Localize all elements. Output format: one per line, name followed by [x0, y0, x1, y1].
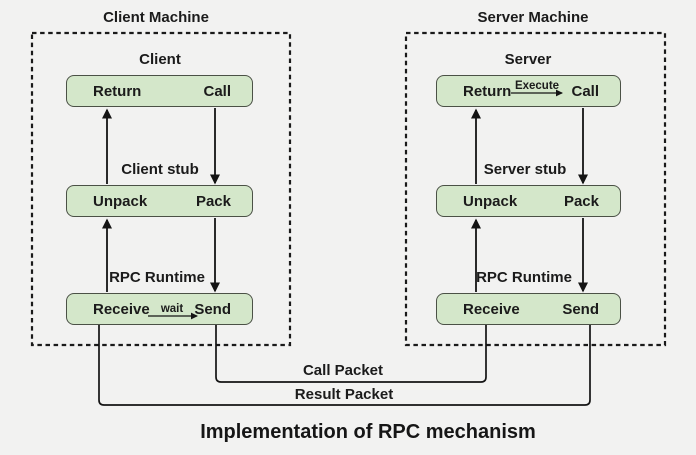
- server-caption: Server: [504, 51, 552, 68]
- server-pack-label: Pack: [563, 192, 599, 210]
- server-send-label: Send: [562, 300, 599, 318]
- client-return-label: Return: [93, 82, 142, 100]
- wait-arrow-label: wait: [160, 303, 184, 315]
- server-receive-label: Receive: [463, 300, 520, 318]
- server-stub-caption: Server stub: [483, 161, 567, 178]
- server-runtime-box: Receive Send: [436, 293, 621, 325]
- server-machine-label: Server Machine: [477, 9, 589, 26]
- result-packet-label: Result Packet: [294, 386, 394, 403]
- client-caption: Client: [139, 51, 181, 68]
- diagram-title: Implementation of RPC mechanism: [200, 421, 536, 443]
- call-packet-label: Call Packet: [302, 362, 384, 379]
- server-return-label: Return: [463, 82, 512, 100]
- client-stub-caption: Client stub: [121, 161, 199, 178]
- client-runtime-caption: RPC Runtime: [109, 269, 205, 286]
- client-pack-label: Pack: [195, 192, 231, 210]
- client-machine-label: Client Machine: [103, 9, 209, 26]
- client-receive-label: Receive: [93, 300, 150, 318]
- server-runtime-caption: RPC Runtime: [476, 269, 572, 286]
- client-unpack-label: Unpack: [93, 192, 148, 210]
- client-runtime-box: Receive Send: [66, 293, 253, 325]
- server-call-label: Call: [571, 82, 599, 100]
- server-unpack-label: Unpack: [463, 192, 518, 210]
- server-stub-box: Unpack Pack: [436, 185, 621, 217]
- client-box: Return Call: [66, 75, 253, 107]
- client-call-label: Call: [203, 82, 231, 100]
- client-send-label: Send: [194, 300, 231, 318]
- client-stub-box: Unpack Pack: [66, 185, 253, 217]
- execute-arrow-label: Execute: [514, 80, 560, 92]
